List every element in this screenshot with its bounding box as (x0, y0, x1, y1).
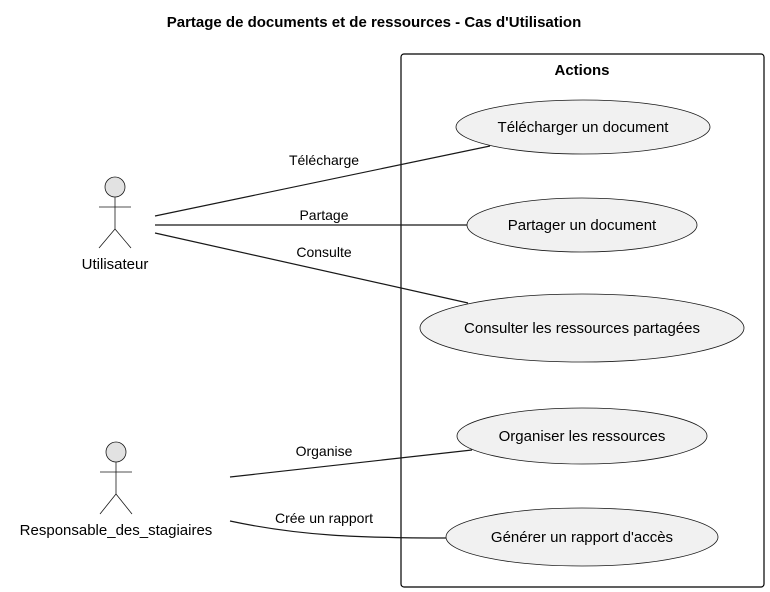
use-case-partager-ellipse (466, 197, 698, 253)
use-case-partager: Partager un document (466, 197, 698, 253)
use-case-consulter: Consulter les ressources partagées (419, 293, 745, 363)
edge-consulte (154, 232, 469, 304)
edge-label-telecharge: Télécharge (289, 152, 359, 168)
use-case-partager-label: Partager un document (508, 217, 657, 234)
use-case-generer-label: Générer un rapport d'accès (491, 529, 673, 546)
edge-cree-rapport (229, 520, 449, 539)
use-case-organiser-label: Organiser les ressources (499, 428, 666, 445)
edges: Télécharge Partage Consulte Organise Cré… (154, 145, 491, 539)
use-case-generer: Générer un rapport d'accès (445, 507, 719, 567)
use-case-telecharger: Télécharger un document (455, 99, 711, 155)
edge-label-partage: Partage (299, 207, 348, 223)
diagram-title: Partage de documents et de ressources - … (167, 14, 582, 31)
use-case-telecharger-label: Télécharger un document (498, 119, 670, 136)
use-case-consulter-label: Consulter les ressources partagées (464, 320, 700, 337)
actor-responsable: Responsable_des_stagiaires (20, 441, 213, 539)
stick-figure-icon (98, 176, 132, 249)
use-case-generer-ellipse (445, 507, 719, 567)
use-case-consulter-ellipse (419, 293, 745, 363)
package-title: Actions (554, 62, 609, 79)
edge-telecharge (154, 145, 491, 217)
actor-utilisateur-label: Utilisateur (82, 256, 149, 273)
edge-organise (229, 449, 473, 478)
edge-label-organise: Organise (296, 443, 353, 459)
use-case-telecharger-ellipse (455, 99, 711, 155)
use-case-organiser-ellipse (456, 407, 708, 465)
actor-responsable-label: Responsable_des_stagiaires (20, 522, 213, 539)
actor-utilisateur: Utilisateur (82, 176, 149, 273)
stick-figure-icon (99, 441, 133, 515)
edge-label-consulte: Consulte (296, 244, 351, 260)
use-case-organiser: Organiser les ressources (456, 407, 708, 465)
edge-label-cree-rapport: Crée un rapport (275, 510, 373, 526)
